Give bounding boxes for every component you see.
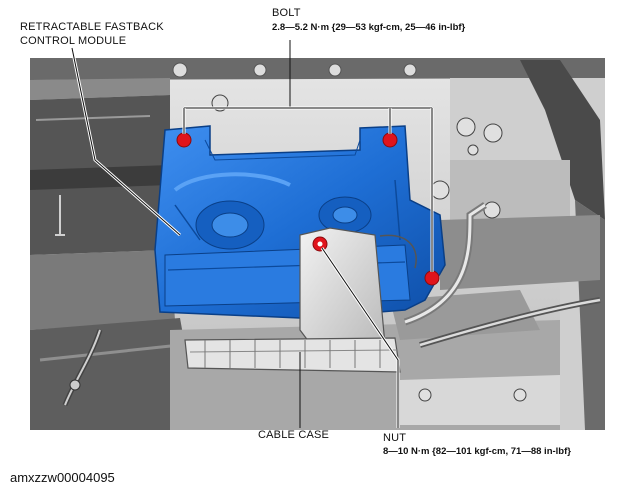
bolt-marker-right: [382, 132, 398, 148]
bolt-marker-lower-right: [424, 270, 440, 286]
bolt-marker-left: [176, 132, 192, 148]
figure-id: amxzzw00004095: [10, 470, 115, 485]
nut-marker: [312, 236, 328, 252]
nut-label: NUT: [383, 432, 407, 444]
control-module-label-line1: RETRACTABLE FASTBACK: [20, 21, 164, 33]
vehicle-body-structure: [30, 58, 605, 430]
cable-case-label: CABLE CASE: [258, 429, 330, 441]
nut-torque-spec: 8—10 N·m {82—101 kgf-cm, 71—88 in-lbf}: [383, 446, 571, 457]
bolt-torque-spec: 2.8—5.2 N·m {29—53 kgf-cm, 25—46 in-lbf}: [272, 22, 466, 33]
leader-lines: [70, 40, 434, 428]
control-module-label-line2: CONTROL MODULE: [20, 35, 127, 47]
cable-case: [184, 227, 417, 373]
bolt-label: BOLT: [272, 7, 301, 19]
